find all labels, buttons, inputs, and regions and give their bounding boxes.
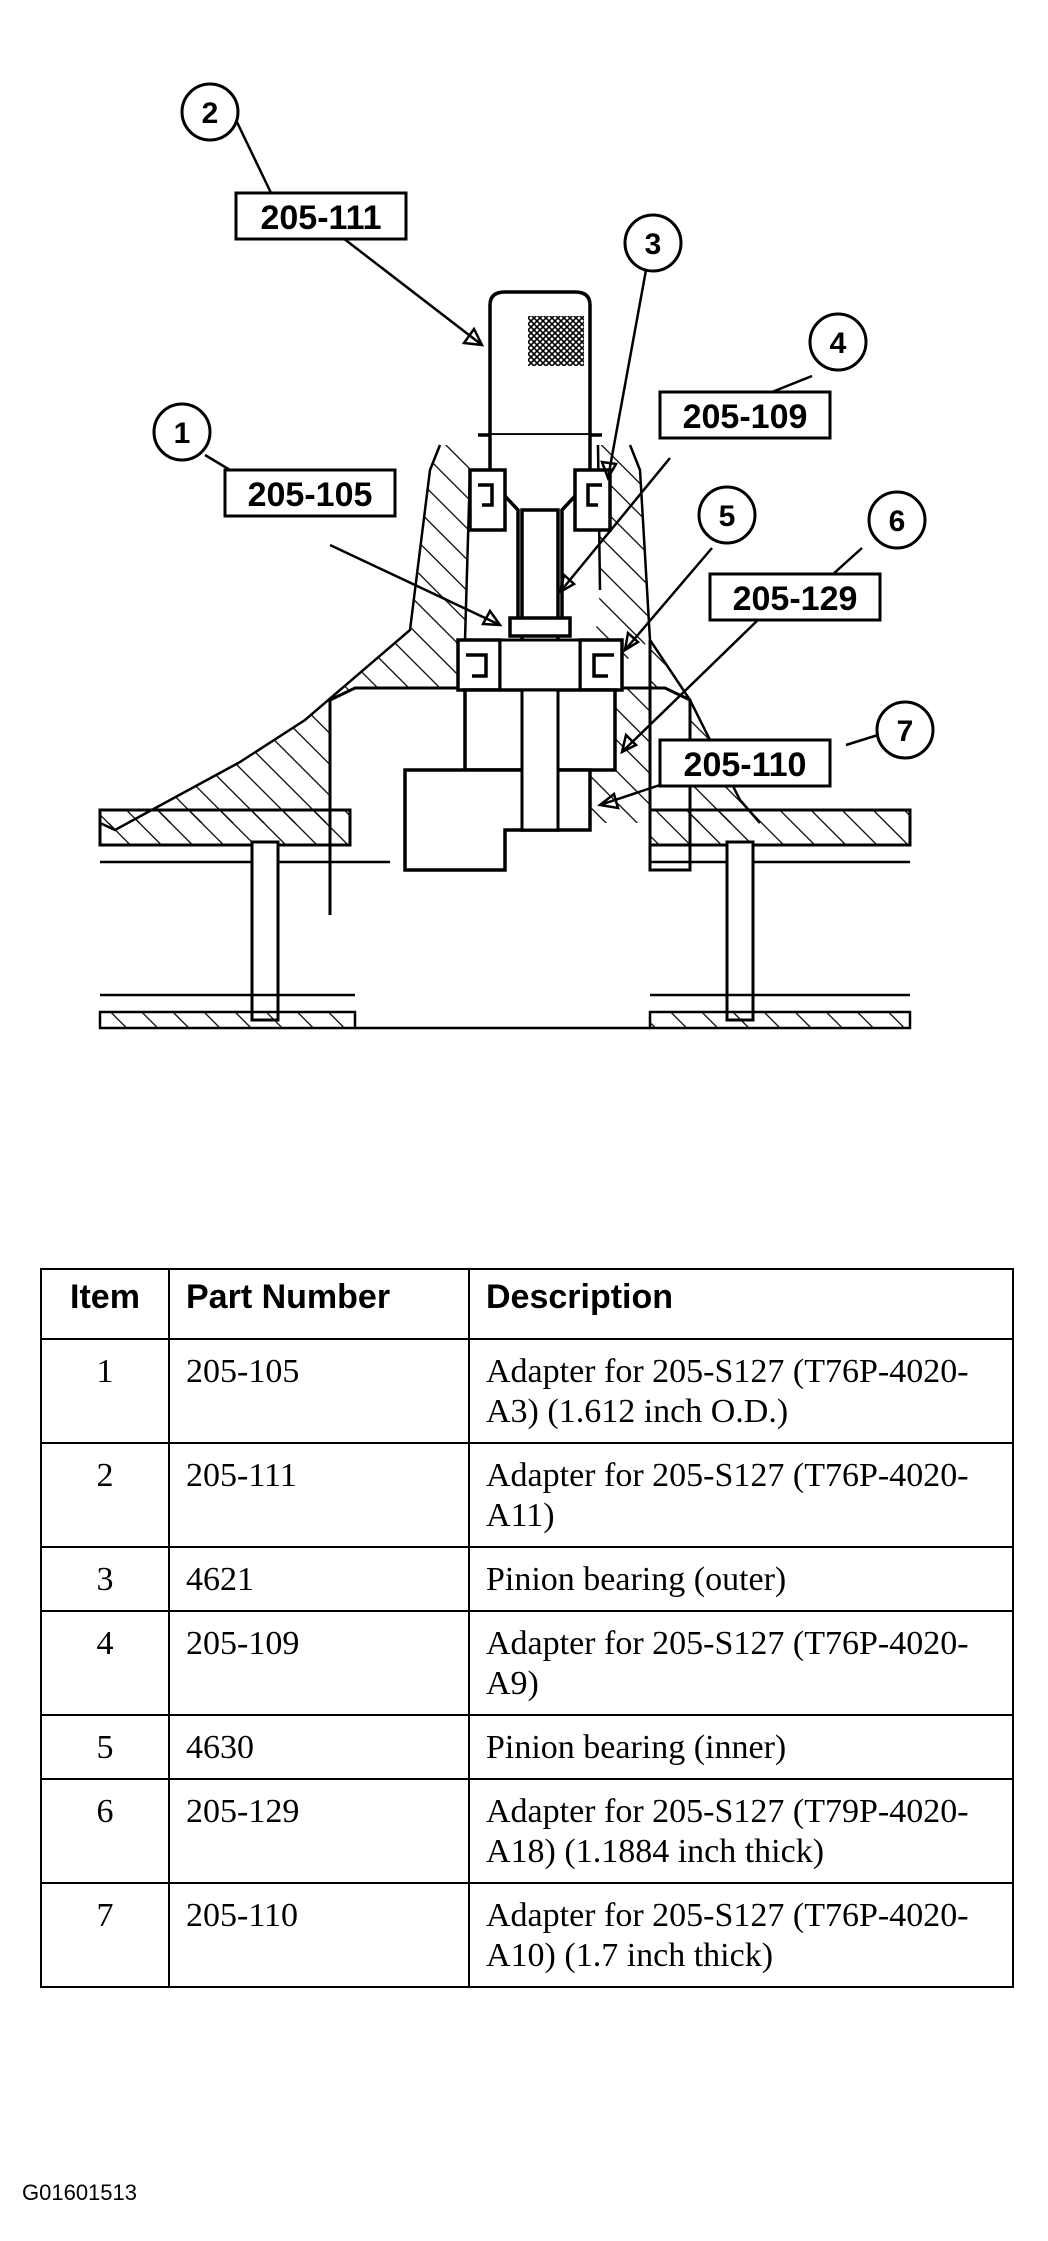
row-item: 4 xyxy=(40,1610,170,1716)
row-part-number: 4621 xyxy=(168,1546,470,1612)
tool-label-6: 205-129 xyxy=(708,572,882,622)
row-item: 6 xyxy=(40,1778,170,1884)
row-description: Adapter for 205-S127 (T79P-4020-A18) (1.… xyxy=(468,1778,1014,1884)
tool-label-7: 205-110 xyxy=(658,738,832,788)
svg-text:2: 2 xyxy=(202,97,219,130)
tool-label-2: 205-111 xyxy=(234,191,408,241)
row-description: Adapter for 205-S127 (T76P-4020-A9) xyxy=(468,1610,1014,1716)
svg-text:6: 6 xyxy=(889,505,906,538)
row-part-number: 4630 xyxy=(168,1714,470,1780)
table-row: 1 205-105 Adapter for 205-S127 (T76P-402… xyxy=(40,1338,1014,1444)
row-item: 2 xyxy=(40,1442,170,1548)
header-item: Item xyxy=(40,1268,170,1340)
row-part-number: 205-110 xyxy=(168,1882,470,1988)
tool-stack xyxy=(403,290,624,872)
row-item: 1 xyxy=(40,1338,170,1444)
svg-text:205-111: 205-111 xyxy=(260,199,381,237)
row-description: Adapter for 205-S127 (T76P-4020-A11) xyxy=(468,1442,1014,1548)
table-row: 2 205-111 Adapter for 205-S127 (T76P-402… xyxy=(40,1442,1014,1548)
callout-3: 3 xyxy=(623,213,683,273)
callout-1: 1 xyxy=(152,402,212,462)
table-row: 7 205-110 Adapter for 205-S127 (T76P-402… xyxy=(40,1882,1014,1988)
svg-text:5: 5 xyxy=(719,500,736,533)
row-description: Pinion bearing (inner) xyxy=(468,1714,1014,1780)
table-row: 5 4630 Pinion bearing (inner) xyxy=(40,1714,1014,1780)
tool-label-4: 205-109 xyxy=(658,390,832,440)
row-item: 7 xyxy=(40,1882,170,1988)
header-description: Description xyxy=(468,1268,1014,1340)
table-row: 6 205-129 Adapter for 205-S127 (T79P-402… xyxy=(40,1778,1014,1884)
row-description: Adapter for 205-S127 (T76P-4020-A10) (1.… xyxy=(468,1882,1014,1988)
svg-text:205-110: 205-110 xyxy=(684,746,807,784)
svg-text:205-109: 205-109 xyxy=(683,398,808,436)
header-part-number: Part Number xyxy=(168,1268,470,1340)
svg-text:4: 4 xyxy=(830,327,847,360)
row-part-number: 205-105 xyxy=(168,1338,470,1444)
callout-7: 7 xyxy=(875,700,935,760)
callout-6: 6 xyxy=(867,490,927,550)
table-row: 3 4621 Pinion bearing (outer) xyxy=(40,1546,1014,1612)
svg-text:205-105: 205-105 xyxy=(248,476,373,514)
figure-id: G01601513 xyxy=(22,2180,137,2205)
table-row: 4 205-109 Adapter for 205-S127 (T76P-402… xyxy=(40,1610,1014,1716)
row-description: Adapter for 205-S127 (T76P-4020-A3) (1.6… xyxy=(468,1338,1014,1444)
row-part-number: 205-129 xyxy=(168,1778,470,1884)
row-part-number: 205-109 xyxy=(168,1610,470,1716)
svg-text:205-129: 205-129 xyxy=(733,580,858,618)
callout-5: 5 xyxy=(697,485,757,545)
tool-label-1: 205-105 xyxy=(223,468,397,518)
svg-text:7: 7 xyxy=(897,715,914,748)
table-header-row: Item Part Number Description xyxy=(40,1268,1014,1340)
callout-2: 2 xyxy=(180,82,240,142)
row-item: 5 xyxy=(40,1714,170,1780)
svg-text:1: 1 xyxy=(174,417,191,450)
callout-4: 4 xyxy=(808,312,868,372)
row-part-number: 205-111 xyxy=(168,1442,470,1548)
row-description: Pinion bearing (outer) xyxy=(468,1546,1014,1612)
assembly-diagram: 205-111 205-109 205-105 205-129 205-110 … xyxy=(98,82,935,1030)
row-item: 3 xyxy=(40,1546,170,1612)
parts-table: Item Part Number Description 1 205-105 A… xyxy=(40,1268,1014,1988)
svg-text:3: 3 xyxy=(645,228,662,261)
leader-lines xyxy=(204,117,879,810)
